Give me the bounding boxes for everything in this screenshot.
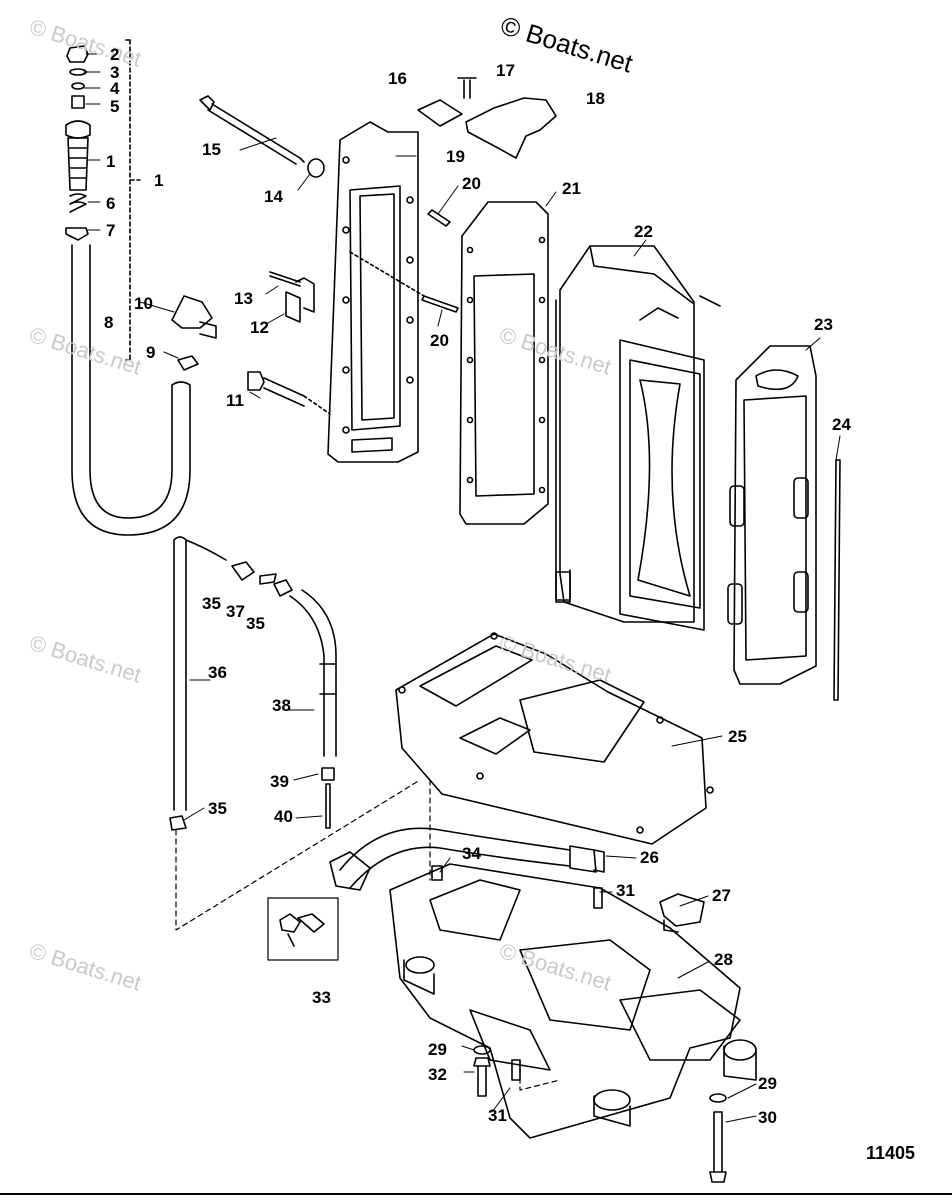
- callout-22: 22: [634, 222, 653, 241]
- callout-26: 26: [640, 848, 659, 867]
- callout-1: 1: [106, 152, 116, 171]
- gasket-23: [727, 345, 817, 685]
- callout-1-group: 1: [154, 171, 164, 190]
- gasket-21: [459, 201, 549, 525]
- cover-plate-19: [327, 121, 419, 463]
- callout-3: 3: [110, 63, 120, 82]
- callout-29-right: 29: [758, 1074, 777, 1093]
- callout-31-bottom: 31: [488, 1106, 507, 1125]
- callout-35-upper-right: 35: [246, 614, 265, 633]
- callout-8: 8: [104, 313, 114, 332]
- callout-7: 7: [106, 221, 116, 240]
- callout-5: 5: [110, 97, 120, 116]
- callout-28: 28: [714, 950, 733, 969]
- callout-32: 32: [428, 1065, 447, 1084]
- callout-40: 40: [274, 807, 293, 826]
- callout-30: 30: [758, 1108, 777, 1127]
- callout-34: 34: [462, 844, 481, 863]
- callout-20-bottom: 20: [430, 331, 449, 350]
- gasket-25: [395, 632, 714, 845]
- callout-18: 18: [586, 89, 605, 108]
- callout-20-top: 20: [462, 174, 481, 193]
- callout-14: 14: [264, 187, 283, 206]
- callout-12: 12: [250, 318, 269, 337]
- callout-35-upper-left: 35: [202, 594, 221, 613]
- callout-16: 16: [388, 69, 407, 88]
- callout-11: 11: [226, 391, 244, 410]
- callout-37: 37: [226, 602, 245, 621]
- callout-17: 17: [496, 61, 515, 80]
- callout-39: 39: [270, 772, 289, 791]
- callout-36: 36: [208, 663, 227, 682]
- callout-21: 21: [562, 179, 581, 198]
- callout-4: 4: [110, 79, 120, 98]
- callout-27: 27: [712, 886, 731, 905]
- callout-13: 13: [234, 289, 253, 308]
- hose-8: [71, 244, 191, 536]
- callout-23: 23: [814, 315, 833, 334]
- callout-2: 2: [110, 45, 120, 64]
- adapter-plate-28: [389, 863, 757, 1139]
- bottom-rule: [0, 1193, 952, 1195]
- callout-9: 9: [146, 343, 156, 362]
- hose-38: [289, 589, 337, 757]
- callout-10: 10: [134, 294, 153, 313]
- callout-38: 38: [272, 696, 291, 715]
- filter-assembly: [65, 39, 141, 361]
- callout-15: 15: [202, 140, 221, 159]
- callout-24: 24: [832, 415, 851, 434]
- callout-29-left: 29: [428, 1040, 447, 1059]
- hose-26: [339, 827, 571, 889]
- callout-19: 19: [446, 147, 465, 166]
- hose-36: [173, 536, 227, 811]
- callout-35-lower: 35: [208, 799, 227, 818]
- callout-25: 25: [728, 727, 747, 746]
- callout-33: 33: [312, 988, 331, 1007]
- housing-22: [555, 245, 721, 631]
- figure-id: 11405: [866, 1143, 916, 1163]
- callout-31-top: 31: [616, 881, 635, 900]
- callout-6: 6: [106, 194, 116, 213]
